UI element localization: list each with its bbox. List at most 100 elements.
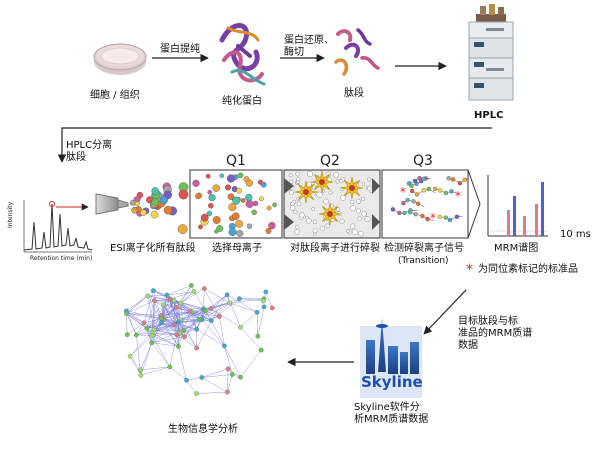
parent-ion xyxy=(207,202,214,209)
parent-ion xyxy=(219,173,225,178)
network-node xyxy=(182,334,187,339)
network-edge xyxy=(129,356,141,371)
network-edge xyxy=(126,313,162,319)
network-edge xyxy=(201,302,230,320)
network-node xyxy=(149,340,155,346)
fragment-ion xyxy=(299,212,305,218)
parent-ion xyxy=(245,199,254,208)
network-edge xyxy=(201,374,233,378)
network-edge xyxy=(163,318,179,323)
network-node xyxy=(238,324,243,330)
petri-dish-icon xyxy=(93,43,147,75)
network-node xyxy=(187,309,193,314)
network-node xyxy=(202,308,208,314)
network-node xyxy=(127,353,133,359)
fragment-ion xyxy=(350,223,356,229)
fragment-ion xyxy=(294,229,300,235)
label-skyline-1: Skyline软件分 xyxy=(354,402,420,413)
label-target-3: 数据 xyxy=(458,340,478,351)
fragment-ion xyxy=(328,190,333,195)
network-edge xyxy=(227,374,233,393)
network-edge xyxy=(161,311,191,316)
network-edge xyxy=(240,327,262,351)
network-edge xyxy=(174,324,185,337)
network-node xyxy=(255,333,261,339)
network-edge xyxy=(190,311,220,317)
network-node xyxy=(171,298,177,303)
fragment-ion xyxy=(313,232,317,236)
fragment-ion xyxy=(357,216,362,221)
network-edge xyxy=(163,300,175,319)
network-node xyxy=(194,391,199,396)
network-edge xyxy=(163,304,184,331)
parent-ion xyxy=(251,209,257,216)
label-hplc-sep-2: 肽段 xyxy=(66,152,86,163)
network-edge xyxy=(201,368,229,378)
network-node xyxy=(133,332,139,338)
network-edge xyxy=(174,302,182,325)
fragment-ion xyxy=(306,218,312,224)
parent-ion xyxy=(198,224,203,230)
chromatogram-plot xyxy=(23,200,93,253)
fragment-ion xyxy=(296,201,302,207)
network-edge xyxy=(169,291,195,300)
network-node xyxy=(209,318,214,324)
label-purified-protein: 纯化蛋白 xyxy=(222,96,262,107)
network-edge xyxy=(151,335,171,368)
parent-ion xyxy=(236,187,243,194)
network-edge xyxy=(161,311,193,319)
label-digest-2: 酶切 xyxy=(284,47,304,58)
transition-chain xyxy=(401,197,425,207)
label-hplc: HPLC xyxy=(474,110,504,121)
parent-ion xyxy=(266,205,272,211)
network-node xyxy=(269,305,275,311)
network-node xyxy=(167,364,173,370)
network-node xyxy=(174,332,180,338)
network-edge xyxy=(130,329,155,357)
ion-particle xyxy=(178,189,189,200)
fragment-ion xyxy=(305,215,309,220)
transition-chain xyxy=(407,210,434,222)
parent-ion xyxy=(226,174,236,183)
label-target-2: 准品的MRM质谱 xyxy=(458,328,533,339)
parent-ion xyxy=(200,213,209,222)
ion-spray xyxy=(129,182,189,235)
label-digest-1: 蛋白还原、 xyxy=(284,35,334,46)
label-extract: 蛋白提纯 xyxy=(160,44,200,55)
network-node xyxy=(141,320,147,326)
network-edge xyxy=(180,302,212,321)
fragment-ion xyxy=(316,191,323,198)
label-skyline-2: 析MRM质谱数据 xyxy=(354,414,429,425)
transition-chain xyxy=(437,214,463,223)
network-edge xyxy=(178,346,187,381)
network-node xyxy=(172,322,177,327)
parent-ion xyxy=(268,221,276,230)
ion-particle xyxy=(140,209,147,216)
network-node xyxy=(258,347,264,353)
network-edge xyxy=(186,377,202,381)
parent-ion xyxy=(228,227,237,236)
label-bioinfo: 生物信息学分析 xyxy=(168,424,238,435)
network-edge xyxy=(152,335,179,347)
fragment-ion xyxy=(357,230,364,237)
fragment-ion xyxy=(340,194,347,201)
network-edge xyxy=(180,302,184,331)
legend-star: * xyxy=(466,262,473,278)
network-edge xyxy=(180,285,192,304)
transition-chain xyxy=(446,176,472,186)
label-time: 10 ms xyxy=(560,229,591,240)
parent-ion xyxy=(228,203,237,212)
network-edge xyxy=(178,321,197,349)
network-node xyxy=(194,326,200,332)
fragment-ion xyxy=(356,199,361,204)
network-node xyxy=(184,377,189,383)
fragment-ion xyxy=(367,185,373,192)
ion-particle xyxy=(151,198,159,206)
ion-particle xyxy=(159,196,168,205)
network-edge xyxy=(227,368,229,393)
parent-ion xyxy=(245,193,253,202)
fragment-ion xyxy=(311,207,316,211)
network-edge xyxy=(178,330,184,347)
network-edge xyxy=(143,318,162,324)
fragment-ion xyxy=(295,225,300,230)
